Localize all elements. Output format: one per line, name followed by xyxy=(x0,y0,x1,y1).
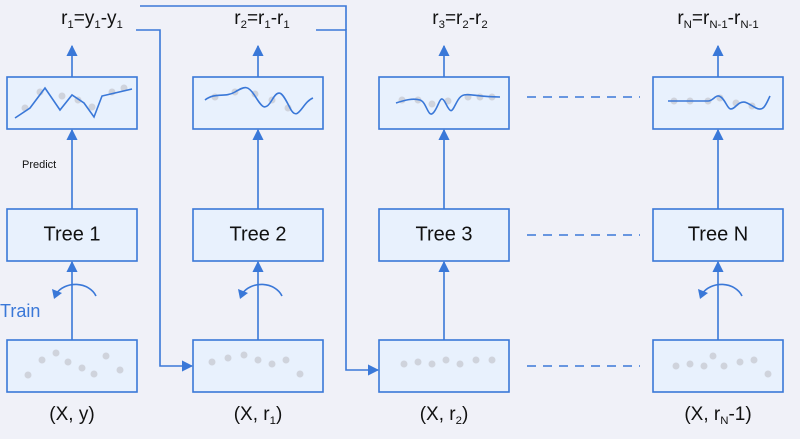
tree-n-label: Tree N xyxy=(687,223,749,246)
data-point xyxy=(240,351,248,359)
data-point xyxy=(764,370,772,378)
plot-point xyxy=(36,88,44,96)
curved-arrow-1 xyxy=(55,283,97,297)
column-1 xyxy=(6,44,138,393)
data-point xyxy=(64,358,72,366)
data-point xyxy=(254,356,262,364)
dataset-1-box xyxy=(6,339,138,393)
dataset-label-n: (X, rN-1) xyxy=(684,404,752,427)
data-point xyxy=(472,356,480,364)
data-point xyxy=(750,356,758,364)
data-point xyxy=(38,356,46,364)
data-point xyxy=(52,349,60,357)
plot-point xyxy=(58,92,66,100)
data-point xyxy=(78,364,86,372)
curved-arrow-head-n xyxy=(698,289,708,299)
plot-point xyxy=(428,100,436,108)
plot-point xyxy=(476,93,484,101)
data-point xyxy=(400,360,408,368)
data-point xyxy=(456,360,464,368)
data-point xyxy=(224,354,232,362)
data-point xyxy=(116,366,124,374)
residual-connector-top xyxy=(140,5,347,30)
data-point xyxy=(709,352,717,360)
prediction-plot-1 xyxy=(6,76,138,130)
prediction-plot-2 xyxy=(192,76,324,130)
data-point xyxy=(428,360,436,368)
tree-3-box xyxy=(378,208,510,262)
data-point xyxy=(296,370,304,378)
data-point xyxy=(736,358,744,366)
residual-formula-2: r2=r1-r1 xyxy=(234,8,290,31)
tree-1-box xyxy=(6,208,138,262)
dataset-label-3: (X, r2) xyxy=(419,404,469,427)
fit-curve-1 xyxy=(14,86,133,119)
dataset-2-box xyxy=(192,339,324,393)
data-point xyxy=(414,358,422,366)
fit-curve-3 xyxy=(395,93,501,115)
train-label: Train xyxy=(0,301,41,321)
curved-arrow-2 xyxy=(241,283,283,297)
data-point xyxy=(102,352,110,360)
data-point xyxy=(700,362,708,370)
data-point xyxy=(24,371,32,379)
data-point xyxy=(442,356,450,364)
residual-connector-1-2 xyxy=(136,29,194,372)
column-n xyxy=(652,44,784,393)
tree-2-box xyxy=(192,208,324,262)
residual-formula-1: r1=y1-y1 xyxy=(61,8,123,31)
data-point xyxy=(686,360,694,368)
dataset-label-2: (X, r1) xyxy=(233,404,283,427)
dataset-3-box xyxy=(378,339,510,393)
data-point xyxy=(90,370,98,378)
data-point xyxy=(282,356,290,364)
curved-arrow-head-1 xyxy=(52,289,62,299)
data-point xyxy=(672,362,680,370)
curved-arrow-head-2 xyxy=(238,289,248,299)
tree-2-label: Tree 2 xyxy=(229,223,287,246)
tree-3-label: Tree 3 xyxy=(415,223,473,246)
dataset-label-1: (X, y) xyxy=(49,404,95,425)
plot-point xyxy=(88,103,96,111)
residual-formula-3: r3=r2-r2 xyxy=(432,8,488,31)
data-point xyxy=(720,362,728,370)
residual-connector-2-3 xyxy=(316,29,380,376)
predict-label: Predict xyxy=(22,159,57,171)
curved-arrow-n xyxy=(701,283,743,297)
tree-1-label: Tree 1 xyxy=(43,223,101,246)
fit-curve-n xyxy=(668,95,771,110)
column-2 xyxy=(192,44,324,393)
data-point xyxy=(488,356,496,364)
data-point xyxy=(268,360,276,368)
data-point xyxy=(208,358,216,366)
tree-n-box xyxy=(652,208,784,262)
residual-formula-n: rN=rN-1-rN-1 xyxy=(677,8,759,31)
fit-curve-2 xyxy=(204,86,314,115)
column-3 xyxy=(378,44,510,393)
